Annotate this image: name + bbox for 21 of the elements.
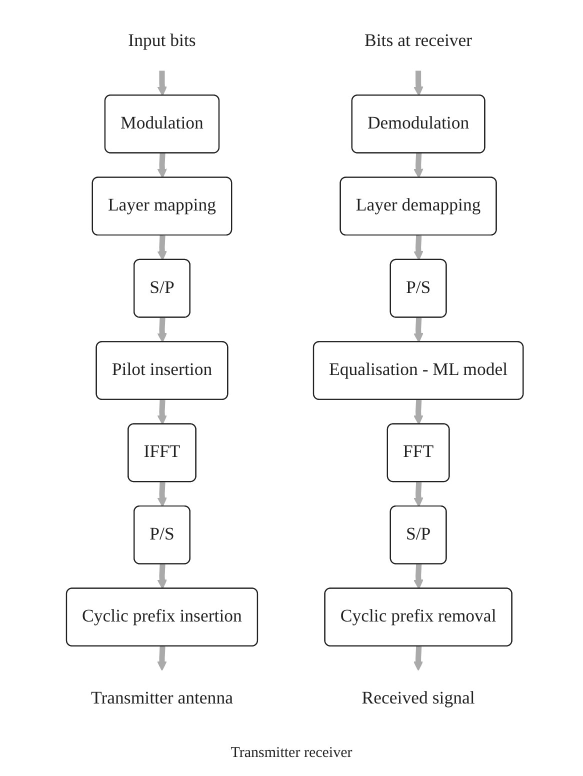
arrow xyxy=(157,400,168,425)
arrow xyxy=(157,153,168,178)
arrow xyxy=(414,564,424,590)
arrow xyxy=(414,482,424,507)
arrow xyxy=(414,235,424,260)
arrow xyxy=(157,482,168,507)
caption: Transmitter receiver xyxy=(230,745,352,762)
arrow xyxy=(414,70,424,96)
arrow xyxy=(157,564,168,590)
arrow xyxy=(413,646,424,671)
arrow xyxy=(414,153,424,178)
arrow xyxy=(157,70,168,96)
arrow xyxy=(157,318,168,343)
arrow xyxy=(157,235,168,260)
arrow xyxy=(157,646,167,671)
node-text: Transmitter antenna xyxy=(91,689,233,708)
arrow xyxy=(414,318,424,343)
node-text: Bits at receiver xyxy=(364,32,472,51)
node-text: Received signal xyxy=(362,689,475,708)
node-text: Input bits xyxy=(128,32,196,51)
arrow xyxy=(414,400,424,425)
